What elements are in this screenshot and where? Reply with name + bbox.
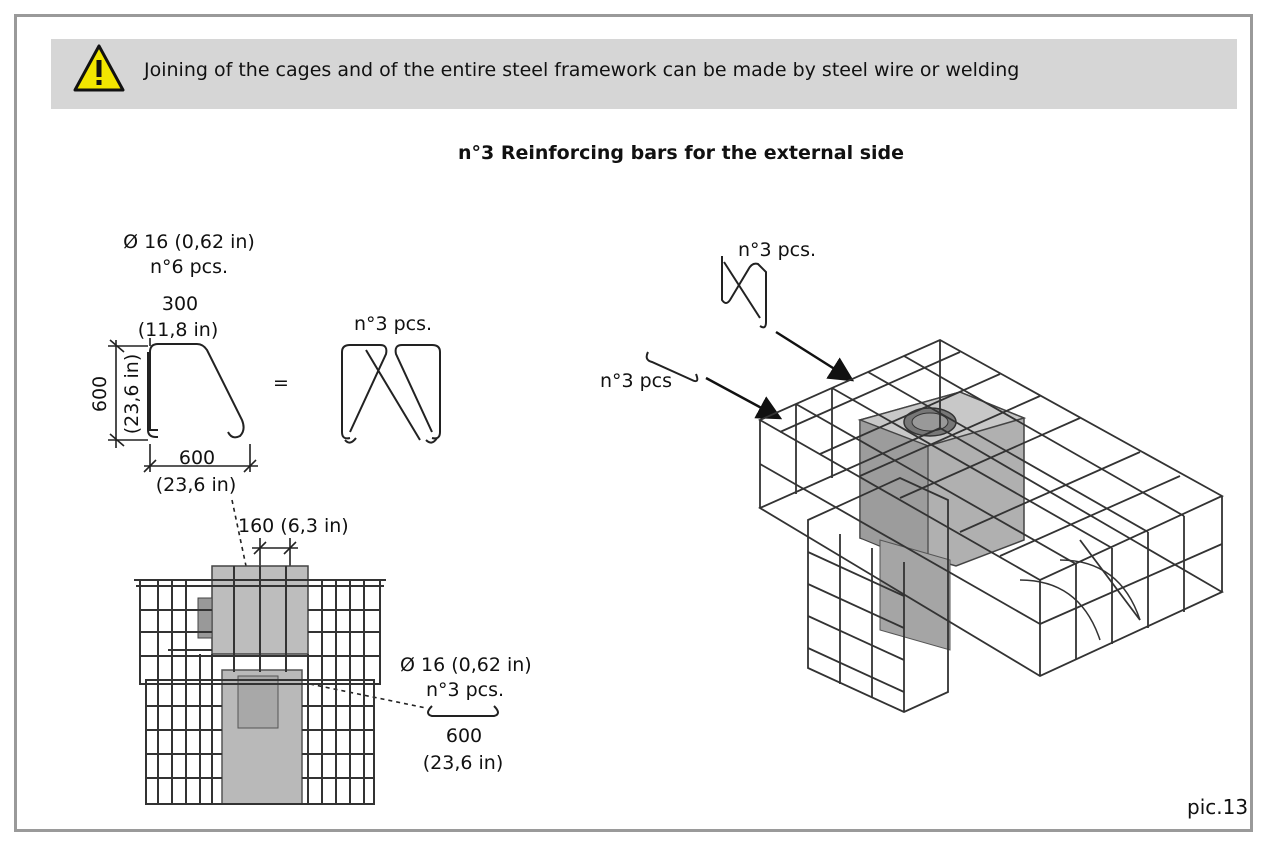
cage-front-view	[134, 565, 386, 805]
bent-bar-shape	[147, 343, 245, 439]
warning-triangle-icon	[73, 44, 125, 92]
bar-pair-shape	[341, 344, 441, 444]
leader-lines	[231, 499, 427, 709]
top-width-in-label: (11,8 in)	[137, 319, 219, 341]
iso-arrows	[705, 330, 855, 420]
bar-diameter-label: Ø 16 (0,62 in)	[123, 231, 255, 253]
top-width-mm-label: 300	[161, 293, 199, 315]
page-frame	[14, 14, 1253, 832]
notice-text: Joining of the cages and of the entire s…	[144, 59, 1020, 81]
spacing-label: 160 (6,3 in)	[238, 515, 349, 537]
picture-number: pic.13	[1187, 795, 1249, 819]
bottom-width-in-label: (23,6 in)	[155, 474, 237, 496]
bar-count-label: n°6 pcs.	[149, 256, 229, 278]
dimension-lines	[108, 338, 258, 473]
iso-bar-pieces	[645, 256, 767, 383]
hook-bar-length-in-label: (23,6 in)	[422, 752, 504, 774]
iso-cage	[758, 338, 1224, 713]
iso-top-count-label: n°3 pcs.	[737, 239, 817, 261]
equals-sign: =	[273, 372, 289, 394]
hook-bar-diameter-label: Ø 16 (0,62 in)	[400, 654, 532, 676]
page-title: n°3 Reinforcing bars for the external si…	[457, 142, 905, 164]
pair-count-label: n°3 pcs.	[353, 313, 433, 335]
notice-banner	[51, 39, 1237, 109]
bottom-width-mm-label: 600	[178, 447, 216, 469]
spacing-dimension	[252, 538, 298, 568]
iso-left-count-label: n°3 pcs	[599, 370, 673, 392]
hook-bar-count-label: n°3 pcs.	[425, 679, 505, 701]
hook-bar-length-mm-label: 600	[445, 725, 483, 747]
hook-bar-shape	[427, 705, 499, 717]
